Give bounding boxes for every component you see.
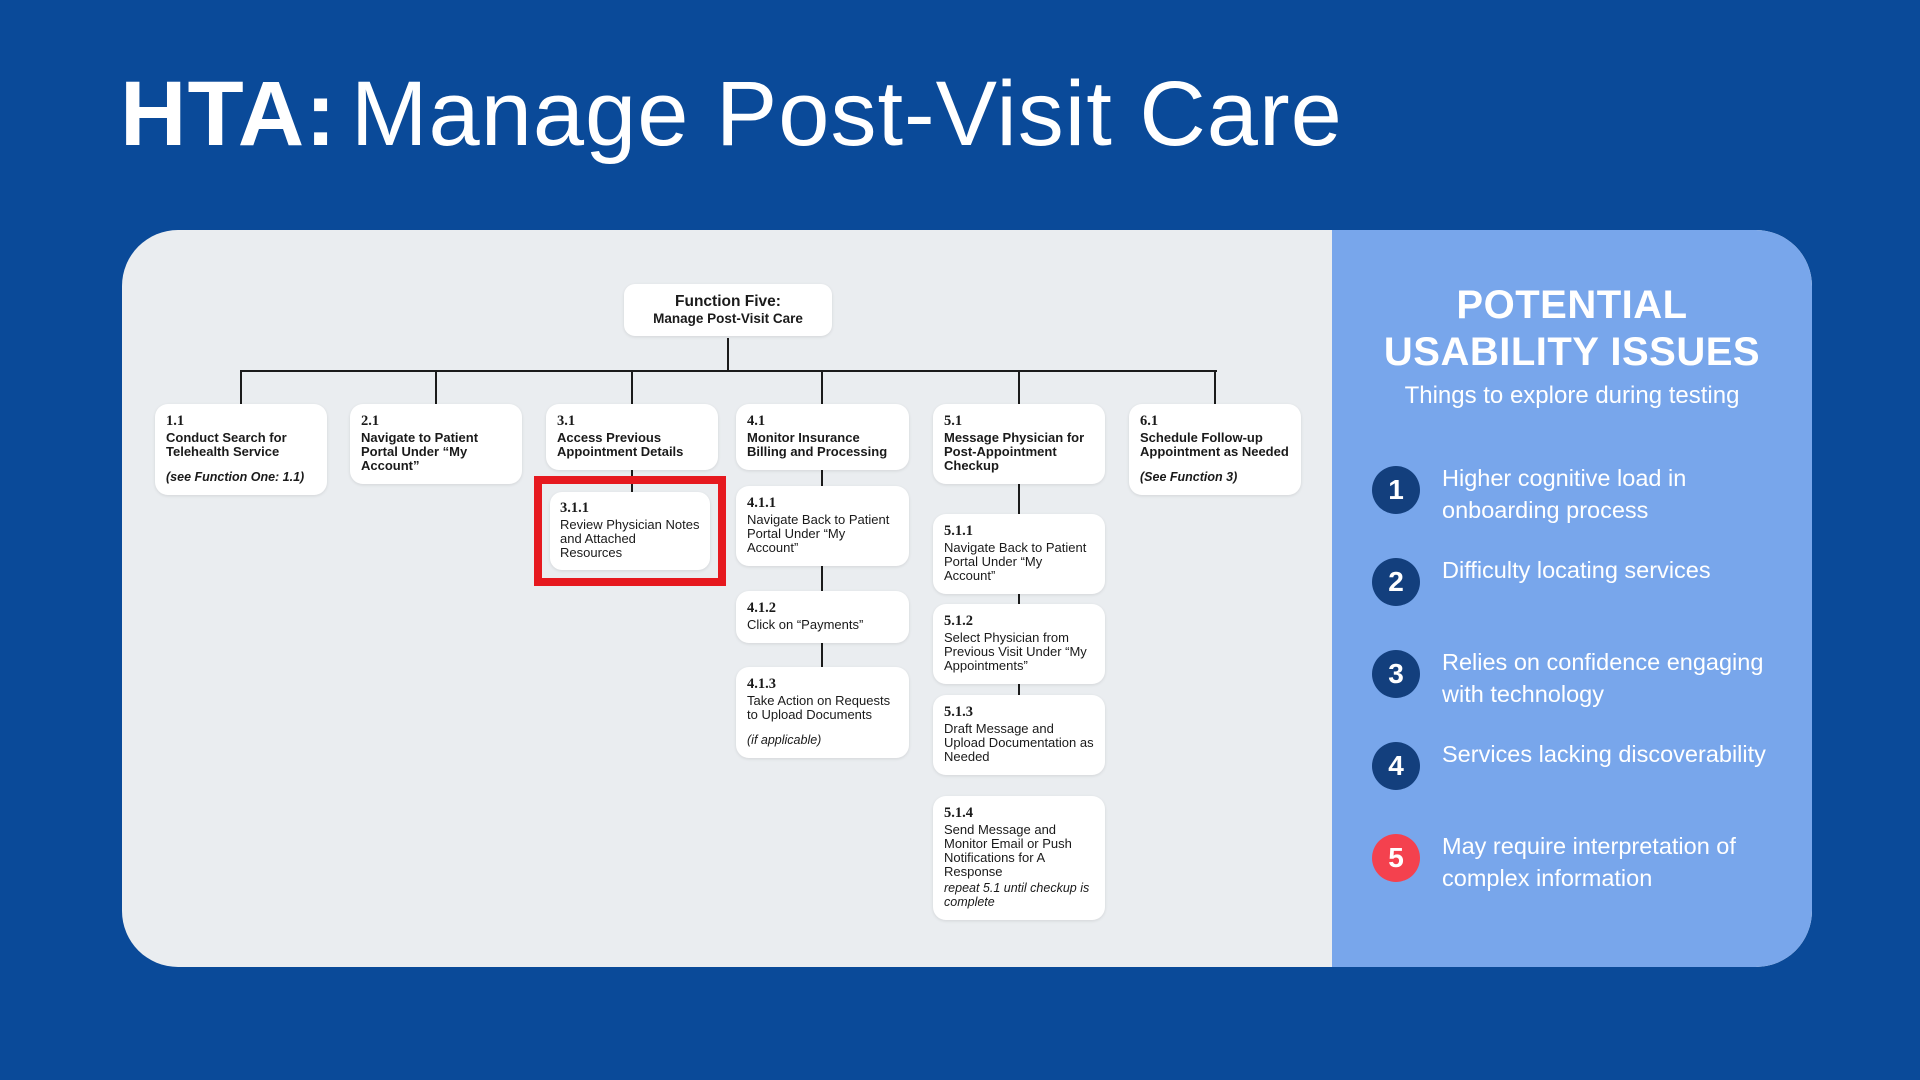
- box-2-1: 2.1 Navigate to Patient Portal Under “My…: [350, 404, 522, 484]
- hta-card: Function Five: Manage Post-Visit Care 1.…: [122, 230, 1812, 967]
- issue-item-4: 4 Services lacking discoverability: [1372, 738, 1786, 803]
- sidebar-heading: POTENTIAL USABILITY ISSUES: [1352, 282, 1792, 376]
- box-number: 5.1.3: [944, 704, 973, 720]
- box-note: (See Function 3): [1140, 470, 1238, 484]
- page-title-prefix: HTA:: [120, 63, 337, 165]
- issue-number-badge: 2: [1372, 558, 1420, 606]
- box-note: (if applicable): [747, 733, 822, 747]
- box-4-1-3: 4.1.3 Take Action on Requests to Upload …: [736, 667, 909, 758]
- box-5-1-1: 5.1.1 Navigate Back to Patient Portal Un…: [933, 514, 1105, 594]
- box-function-five: Function Five: Manage Post-Visit Care: [624, 284, 832, 336]
- connector-root-stub: [727, 338, 729, 372]
- box-4-1: 4.1 Monitor Insurance Billing and Proces…: [736, 404, 909, 470]
- issue-text: May require interpretation of complex in…: [1442, 833, 1736, 891]
- box-note: repeat 5.1 until checkup is complete: [944, 881, 1090, 909]
- issue-item-1: 1 Higher cognitive load in onboarding pr…: [1372, 462, 1786, 527]
- box-number: 4.1.3: [747, 676, 776, 692]
- box-text: Conduct Search for Telehealth Service: [166, 430, 287, 459]
- box-number: 5.1.4: [944, 805, 973, 821]
- box-4-1-1: 4.1.1 Navigate Back to Patient Portal Un…: [736, 486, 909, 566]
- page-title-text: Manage Post-Visit Care: [350, 63, 1343, 165]
- issue-number-badge: 3: [1372, 650, 1420, 698]
- box-text: Navigate Back to Patient Portal Under “M…: [747, 512, 890, 555]
- connector-drop-1: [240, 370, 242, 430]
- box-text: Click on “Payments”: [747, 617, 864, 632]
- issues-list: 1 Higher cognitive load in onboarding pr…: [1372, 462, 1786, 895]
- box-text: Access Previous Appointment Details: [557, 430, 684, 459]
- box-number: 5.1.1: [944, 523, 973, 539]
- box-text: Schedule Follow-up Appointment as Needed: [1140, 430, 1289, 459]
- box-number: 4.1.1: [747, 495, 776, 511]
- box-number: 4.1.2: [747, 600, 776, 616]
- box-3-1: 3.1 Access Previous Appointment Details: [546, 404, 718, 470]
- issue-text: Higher cognitive load in onboarding proc…: [1442, 465, 1687, 523]
- box-3-1-1: 3.1.1 Review Physician Notes and Attache…: [550, 492, 710, 570]
- issue-item-2: 2 Difficulty locating services: [1372, 554, 1786, 619]
- issue-item-5: 5 May require interpretation of complex …: [1372, 830, 1786, 895]
- box-5-1-3: 5.1.3 Draft Message and Upload Documenta…: [933, 695, 1105, 775]
- box-3-1-1-highlight: 3.1.1 Review Physician Notes and Attache…: [534, 476, 726, 586]
- issue-text: Services lacking discoverability: [1442, 741, 1766, 767]
- issue-number-badge: 4: [1372, 742, 1420, 790]
- box-5-1-2: 5.1.2 Select Physician from Previous Vis…: [933, 604, 1105, 684]
- box-text: Review Physician Notes and Attached Reso…: [560, 517, 700, 560]
- box-text: Navigate Back to Patient Portal Under “M…: [944, 540, 1087, 583]
- box-text: Message Physician for Post-Appointment C…: [944, 430, 1085, 473]
- sidebar-subheading: Things to explore during testing: [1404, 382, 1740, 409]
- usability-issues-panel: POTENTIAL USABILITY ISSUES Things to exp…: [1332, 230, 1812, 967]
- box-number: 2.1: [361, 413, 380, 429]
- issue-text: Difficulty locating services: [1442, 557, 1711, 583]
- box-4-1-2: 4.1.2 Click on “Payments”: [736, 591, 909, 643]
- box-text: Draft Message and Upload Documentation a…: [944, 721, 1094, 764]
- hta-tree: Function Five: Manage Post-Visit Care 1.…: [122, 230, 1332, 967]
- connector-horizontal: [240, 370, 1217, 372]
- box-number: 3.1.1: [560, 500, 589, 516]
- box-number: 6.1: [1140, 413, 1159, 429]
- box-text: Send Message and Monitor Email or Push N…: [944, 822, 1072, 879]
- root-subtitle: Manage Post-Visit Care: [653, 311, 803, 326]
- box-number: 1.1: [166, 413, 185, 429]
- box-text: Take Action on Requests to Upload Docume…: [747, 693, 891, 722]
- box-1-1: 1.1 Conduct Search for Telehealth Servic…: [155, 404, 327, 495]
- issue-number-badge: 5: [1372, 834, 1420, 882]
- box-text: Select Physician from Previous Visit Und…: [944, 630, 1087, 673]
- connector-drop-6: [1214, 370, 1216, 430]
- issue-number-badge: 1: [1372, 466, 1420, 514]
- sidebar-heading-line2: USABILITY ISSUES: [1383, 330, 1761, 374]
- issue-text: Relies on confidence engaging with techn…: [1442, 649, 1764, 707]
- issue-item-3: 3 Relies on confidence engaging with tec…: [1372, 646, 1786, 711]
- box-5-1-4: 5.1.4 Send Message and Monitor Email or …: [933, 796, 1105, 920]
- box-note: (see Function One: 1.1): [166, 470, 305, 484]
- connector-drop-2: [435, 370, 437, 430]
- box-number: 3.1: [557, 413, 576, 429]
- box-number: 4.1: [747, 413, 766, 429]
- page-title: HTA:Manage Post-Visit Care: [120, 62, 1343, 168]
- sidebar-heading-line1: POTENTIAL: [1456, 283, 1688, 327]
- box-text: Monitor Insurance Billing and Processing: [747, 430, 888, 459]
- box-number: 5.1.2: [944, 613, 973, 629]
- box-number: 5.1: [944, 413, 963, 429]
- box-5-1: 5.1 Message Physician for Post-Appointme…: [933, 404, 1105, 484]
- box-text: Navigate to Patient Portal Under “My Acc…: [361, 430, 479, 473]
- root-title: Function Five:: [675, 293, 781, 310]
- box-6-1: 6.1 Schedule Follow-up Appointment as Ne…: [1129, 404, 1301, 495]
